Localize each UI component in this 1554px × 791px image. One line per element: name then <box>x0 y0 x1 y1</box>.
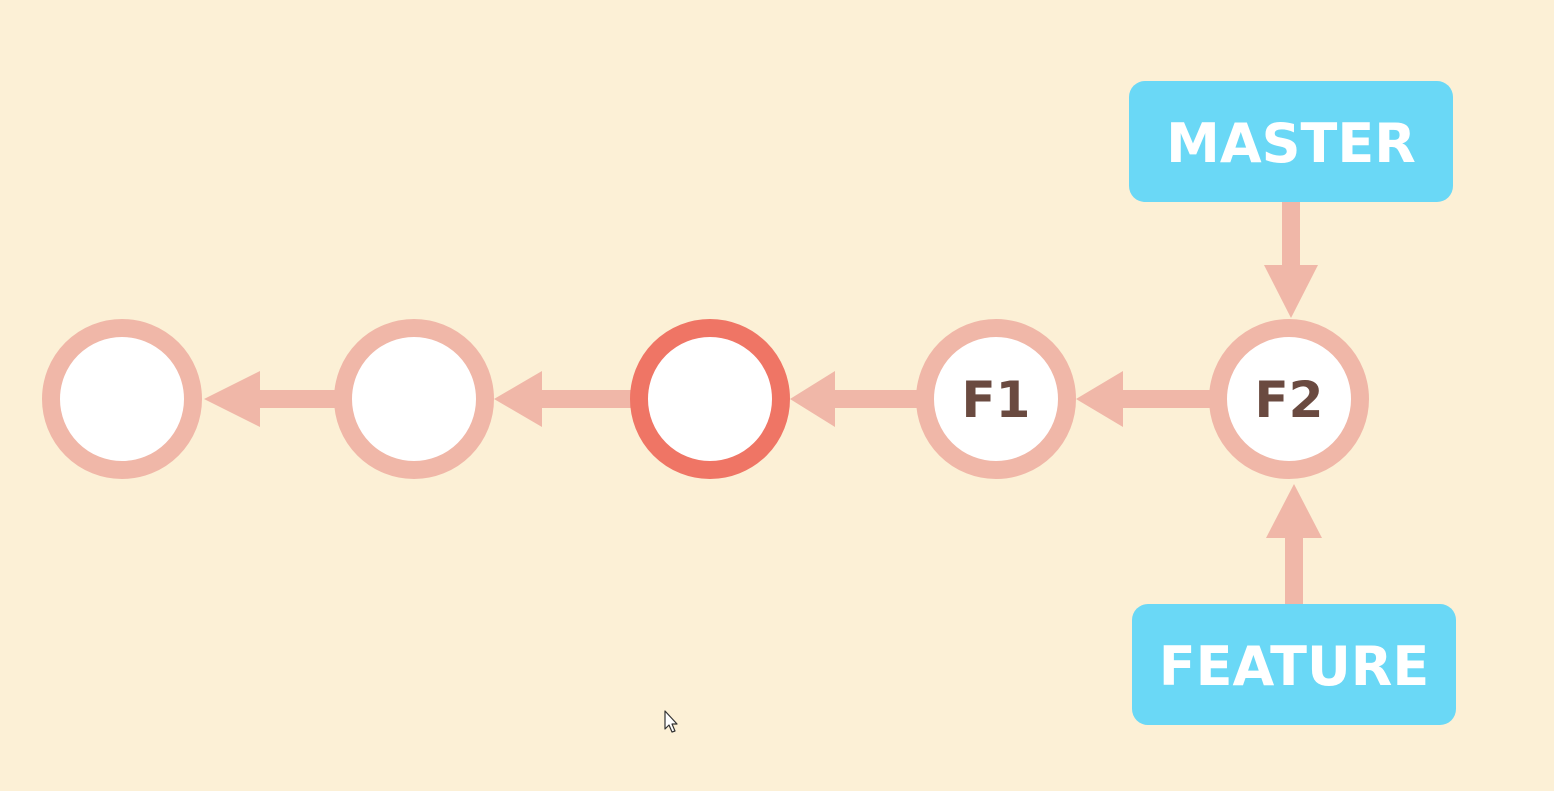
master-branch-tag: MASTER <box>1129 81 1453 202</box>
master-pointer-arrow <box>1264 200 1318 318</box>
commit-arrow-f2-to-f1 <box>1076 371 1215 427</box>
commit-node-f1: F1 <box>916 319 1076 479</box>
feature-pointer-arrow <box>1266 484 1322 606</box>
commit-arrow-3-to-2 <box>494 371 635 427</box>
commit-node-highlighted <box>630 319 790 479</box>
master-branch-label: MASTER <box>1166 112 1416 175</box>
commit-arrow-2-to-1 <box>204 371 340 427</box>
commit-label-f2: F2 <box>1255 371 1324 429</box>
feature-branch-label: FEATURE <box>1159 635 1430 698</box>
commit-node <box>42 319 202 479</box>
arrow-pointer-icon <box>664 710 678 733</box>
commit-node <box>334 319 494 479</box>
commit-node-f2: F2 <box>1209 319 1369 479</box>
commit-arrow-f1-to-3 <box>790 371 920 427</box>
feature-branch-tag: FEATURE <box>1132 604 1456 725</box>
commit-label-f1: F1 <box>962 371 1031 429</box>
